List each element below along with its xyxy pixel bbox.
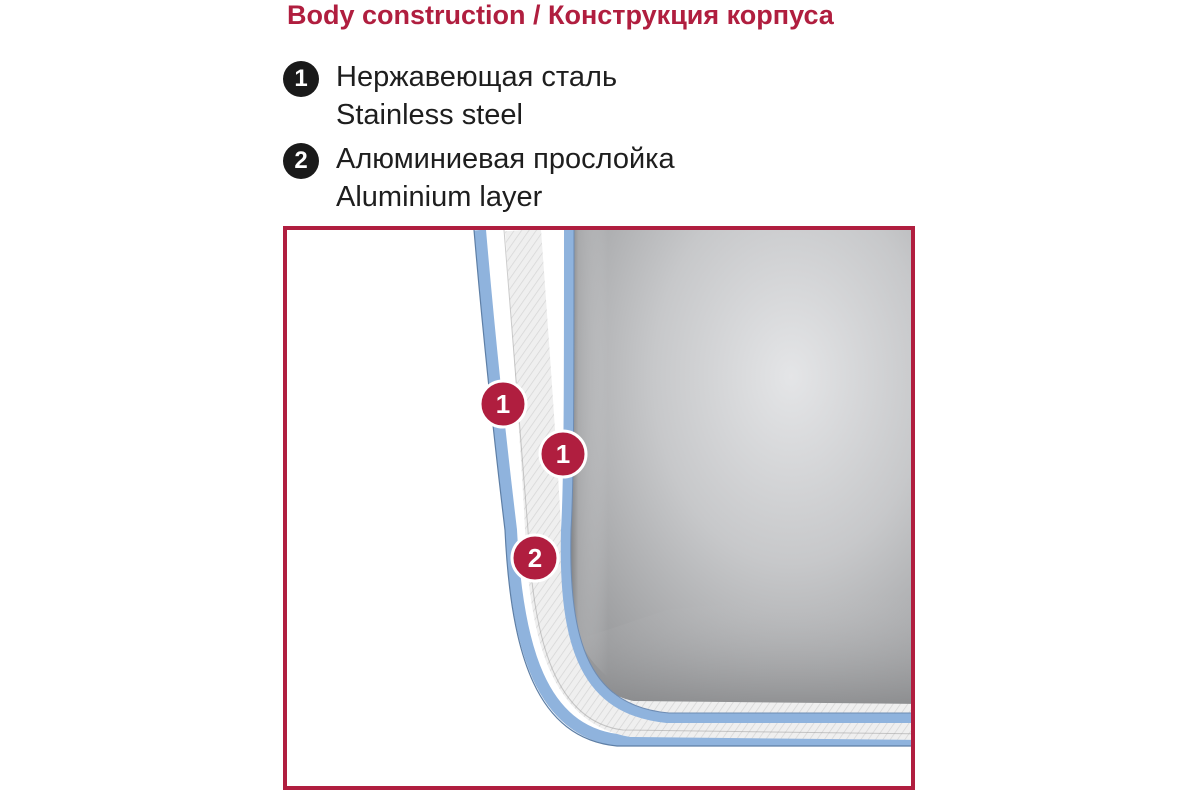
inner-steel-layer xyxy=(560,230,911,723)
marker-aluminium-layer: 2 xyxy=(510,533,560,583)
legend-badge-1: 1 xyxy=(283,61,319,97)
legend-label-en-2: Aluminium layer xyxy=(336,181,543,213)
svg-text:2: 2 xyxy=(528,543,542,573)
diagram-frame: 1 1 2 xyxy=(283,226,915,790)
aluminium-layer xyxy=(505,230,911,740)
marker-steel-outer: 1 xyxy=(478,379,528,429)
marker-steel-inner: 1 xyxy=(538,429,588,479)
legend-label-ru-2: Алюминиевая прослойка xyxy=(336,143,675,175)
page-title: Body construction / Конструкция корпуса xyxy=(287,0,834,30)
legend-badge-2: 2 xyxy=(283,143,319,179)
legend-item-stainless-steel: 1 Нержавеющая сталь Stainless steel xyxy=(283,58,675,134)
svg-text:1: 1 xyxy=(556,439,570,469)
legend-label-ru-1: Нержавеющая сталь xyxy=(336,61,618,93)
pan-cross-section-diagram: 1 1 2 xyxy=(473,230,911,747)
outer-steel-layer xyxy=(474,230,911,746)
legend-item-aluminium-layer: 2 Алюминиевая прослойка Aluminium layer xyxy=(283,140,675,216)
legend-label-en-1: Stainless steel xyxy=(336,99,523,131)
pan-interior-surface xyxy=(569,230,911,718)
svg-text:1: 1 xyxy=(496,389,510,419)
legend: 1 Нержавеющая сталь Stainless steel 2 Ал… xyxy=(283,58,675,222)
